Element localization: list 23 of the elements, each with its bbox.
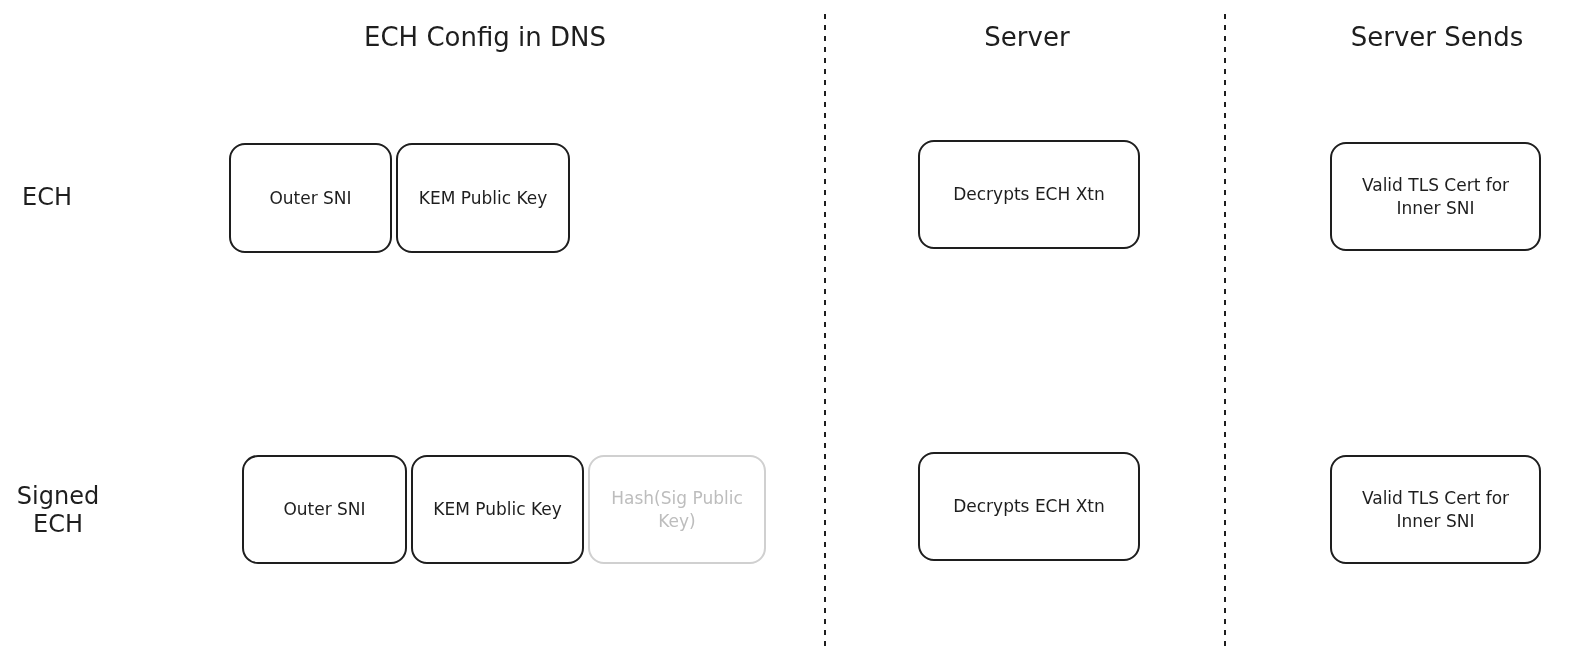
box-text: Decrypts ECH Xtn	[952, 183, 1106, 206]
column-heading: ECH Config in DNS	[364, 22, 606, 52]
process-box	[918, 140, 1140, 249]
box-text: KEM Public Key	[432, 498, 563, 521]
box-text: Valid TLS Cert for Inner SNI	[1360, 486, 1511, 533]
process-box	[411, 455, 584, 564]
process-box	[1330, 455, 1541, 564]
process-box	[229, 143, 392, 253]
box-text: Outer SNI	[282, 498, 367, 521]
box-text: KEM Public Key	[417, 186, 549, 210]
process-box	[396, 143, 570, 253]
column-heading: Server Sends	[1350, 22, 1524, 52]
column-heading: Server	[984, 22, 1070, 52]
process-box	[1330, 142, 1541, 251]
row-label: Signed ECH	[15, 482, 101, 538]
box-text: Hash(Sig Public Key)	[610, 486, 744, 533]
box-text: Valid TLS Cert for Inner SNI	[1360, 173, 1511, 220]
process-box	[588, 455, 766, 564]
box-text: Decrypts ECH Xtn	[952, 495, 1106, 518]
row-label: ECH	[22, 183, 72, 211]
process-box	[242, 455, 407, 564]
box-text: Outer SNI	[268, 186, 353, 210]
process-box	[918, 452, 1140, 561]
